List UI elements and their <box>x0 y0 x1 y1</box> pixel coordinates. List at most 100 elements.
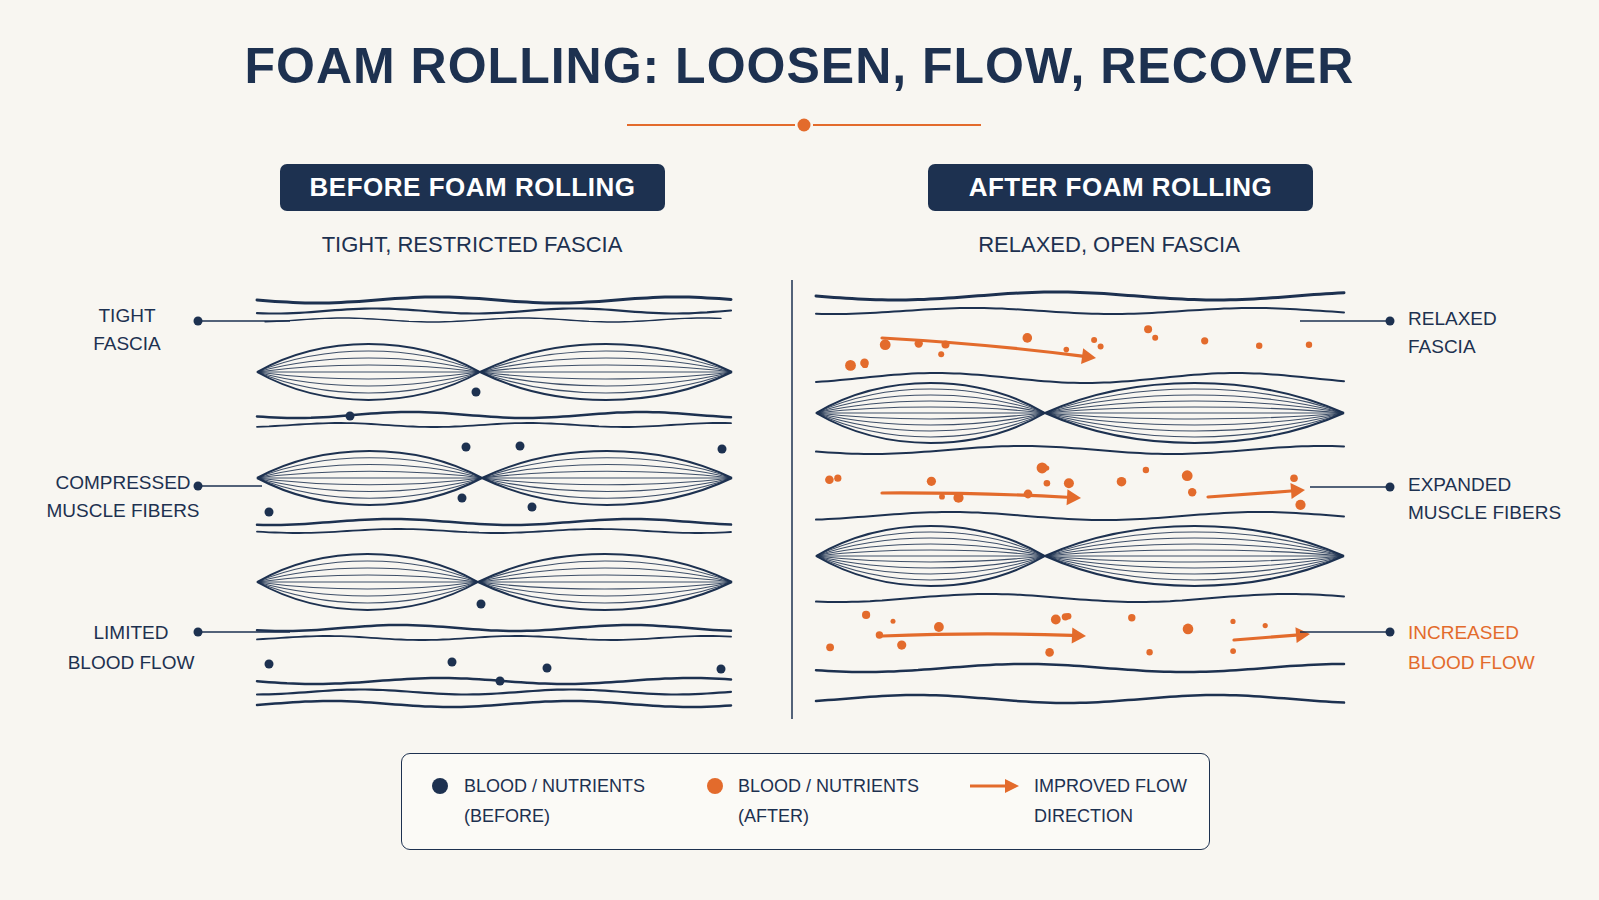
blood-dot-after <box>1023 333 1033 343</box>
muscle-fiber <box>478 582 732 610</box>
blood-dot-after <box>1144 325 1152 333</box>
panel-header: AFTER FOAM ROLLING <box>928 164 1313 211</box>
blood-dot-after <box>1064 478 1074 488</box>
fascia-line <box>257 636 731 640</box>
blood-dot-after <box>1143 467 1149 473</box>
muscle-fiber <box>478 581 732 582</box>
muscle-fiber <box>482 478 732 505</box>
leader-dot <box>194 317 203 326</box>
legend-text: BLOOD / NUTRIENTS (BEFORE) <box>464 771 669 831</box>
blood-dot-after <box>826 643 834 651</box>
muscle-fiber <box>478 568 732 582</box>
blood-dot-before <box>477 600 486 609</box>
blood-dot-before <box>346 412 355 421</box>
blood-dot-before <box>265 508 274 517</box>
legend-arrow-shaft <box>970 785 1007 788</box>
muscle-fiber <box>482 451 732 478</box>
blood-dot-after <box>1146 649 1152 655</box>
fascia-line <box>816 695 1344 703</box>
muscle-fiber <box>482 478 732 485</box>
blood-dot-before <box>462 443 471 452</box>
muscle-fiber <box>257 351 480 372</box>
muscle-fiber <box>257 478 482 498</box>
muscle-fiber <box>1045 401 1344 413</box>
leader-line <box>198 485 262 487</box>
fascia-line <box>265 318 721 322</box>
muscle-fiber <box>478 582 732 589</box>
blood-dot-after <box>862 611 870 619</box>
muscle-fiber <box>257 458 482 478</box>
blood-dot-before <box>717 665 726 674</box>
muscle-fiber <box>482 477 732 478</box>
muscle-fiber <box>257 554 478 582</box>
muscle-fiber <box>816 538 1045 556</box>
blood-dot-before <box>472 388 481 397</box>
flow-arrowhead <box>1067 489 1081 505</box>
legend-swatch <box>432 778 448 794</box>
callout-label: EXPANDED MUSCLE FIBERS <box>1408 471 1588 527</box>
blood-dot-after <box>1201 337 1208 344</box>
muscle-fiber <box>1045 544 1344 556</box>
muscle-fiber <box>1045 413 1344 419</box>
legend-text: IMPROVED FLOW DIRECTION <box>1034 771 1209 831</box>
muscle-fiber <box>816 401 1045 413</box>
legend-box <box>401 753 1210 850</box>
muscle-fiber <box>1045 556 1344 562</box>
muscle-fiber <box>482 478 732 498</box>
muscle-fiber <box>257 575 478 582</box>
callout-label: COMPRESSED MUSCLE FIBERS <box>33 469 213 525</box>
header-text: AFTER FOAM ROLLING <box>969 172 1273 203</box>
muscle-fiber <box>1045 389 1344 413</box>
muscle-fiber <box>816 407 1045 413</box>
blood-dot-after <box>880 339 891 350</box>
title-rule <box>813 124 981 126</box>
fascia-line <box>816 292 1344 300</box>
muscle-fiber <box>480 372 732 400</box>
muscle-fiber <box>1045 532 1344 556</box>
legend-swatch <box>707 778 723 794</box>
flow-arrowhead <box>1295 627 1310 643</box>
blood-dot-after <box>934 622 944 632</box>
flow-arrow <box>882 338 1082 356</box>
flow-arrow <box>882 634 1072 636</box>
muscle-fiber <box>482 458 732 478</box>
muscle-fiber <box>478 582 732 603</box>
callout-label: TIGHT FASCIA <box>82 302 172 358</box>
blood-dot-after <box>1091 337 1097 343</box>
fascia-line <box>816 512 1344 520</box>
muscle-fiber <box>480 358 732 372</box>
blood-dot-before <box>496 677 505 686</box>
flow-arrowhead <box>1290 483 1305 499</box>
panel-divider <box>791 280 793 719</box>
leader-line <box>198 320 290 322</box>
blood-dot-after <box>1045 648 1054 657</box>
panel-header: BEFORE FOAM ROLLING <box>280 164 665 211</box>
blood-dot-after <box>1064 347 1070 353</box>
fascia-line <box>257 412 731 418</box>
title-rule <box>627 124 795 126</box>
muscle-fiber <box>816 556 1045 580</box>
callout-label: INCREASED BLOOD FLOW <box>1408 618 1558 678</box>
fascia-line <box>816 446 1344 454</box>
muscle-fiber <box>1045 413 1344 443</box>
blood-dot-after <box>1256 343 1262 349</box>
header-text: BEFORE FOAM ROLLING <box>310 172 636 203</box>
muscle-fiber <box>257 465 482 478</box>
muscle-fiber <box>816 413 1045 419</box>
muscle-fiber <box>1045 538 1344 556</box>
muscle-fiber <box>1045 556 1344 580</box>
blood-dot-after <box>927 477 936 486</box>
blood-dot-before <box>448 658 457 667</box>
blood-dot-before <box>718 445 727 454</box>
muscle-fiber <box>257 372 480 400</box>
fascia-line <box>257 625 731 631</box>
blood-dot-after <box>1037 462 1048 473</box>
blood-dot-after <box>1295 500 1305 510</box>
muscle-fiber <box>480 372 732 393</box>
legend-arrow <box>969 776 1021 796</box>
fascia-line <box>257 678 731 684</box>
leader-line <box>198 631 290 633</box>
blood-dot-after <box>897 641 906 650</box>
blood-dot-after <box>1117 477 1127 487</box>
